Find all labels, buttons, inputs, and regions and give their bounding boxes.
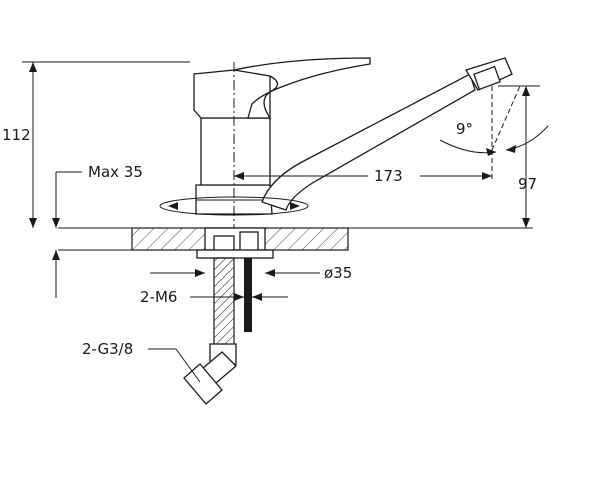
spout-reach-label: 173 (374, 167, 403, 185)
dimension-studs: 2-M6 (140, 288, 288, 306)
dimension-max-thickness: Max 35 (52, 163, 143, 298)
dimension-height-total: 112 (2, 61, 190, 228)
spout-height-label: 97 (518, 175, 537, 193)
faucet-body (193, 57, 513, 215)
height-total-label: 112 (2, 126, 31, 144)
countertop (58, 227, 533, 251)
swivel-angle-label: 9° (456, 120, 473, 138)
mounting-hardware (183, 227, 274, 405)
dimension-spout-reach: 173 (234, 86, 493, 185)
dimension-spout-height: 97 (498, 85, 540, 228)
dimension-hose-connection: 2-G3/8 (82, 340, 201, 383)
studs-label: 2-M6 (140, 288, 177, 306)
mount-hole-label: ø35 (324, 264, 352, 282)
dimension-mount-hole: ø35 (150, 264, 352, 282)
hose-connection-label: 2-G3/8 (82, 340, 133, 358)
max-thickness-label: Max 35 (88, 163, 143, 181)
dimension-swivel-angle: 9° (439, 85, 549, 156)
